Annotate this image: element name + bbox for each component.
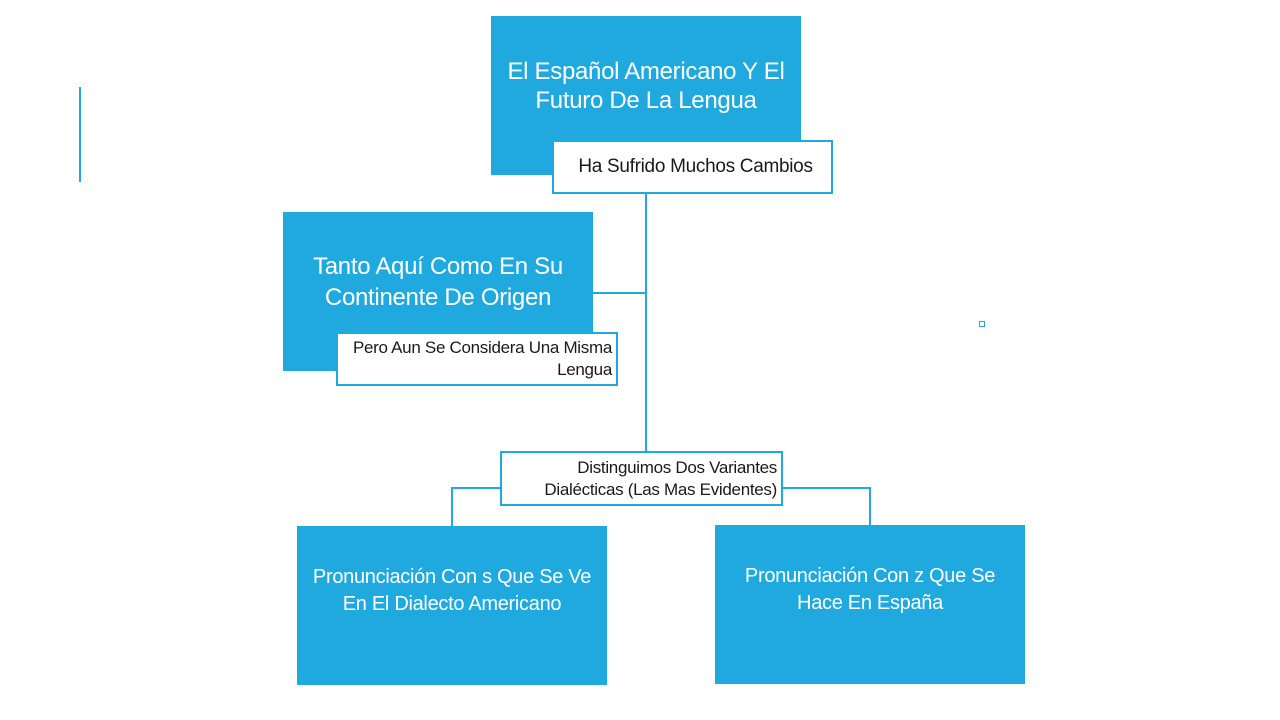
root-note: Ha Sufrido Muchos Cambios: [552, 140, 833, 194]
connector-bottom-right: [783, 487, 871, 525]
leaf-left-box: Pronunciación Con s Que Se Ve En El Dial…: [297, 526, 607, 685]
accent-bar: [79, 87, 81, 182]
left-branch-title: Tanto Aquí Como En Su Continente De Orig…: [313, 252, 563, 311]
leaf-left-title: Pronunciación Con s Que Se Ve En El Dial…: [312, 565, 592, 615]
root-note-text: Ha Sufrido Muchos Cambios: [578, 156, 813, 177]
leaf-right-box: Pronunciación Con z Que Se Hace En Españ…: [715, 525, 1025, 684]
middle-branch-note-text: Distinguimos Dos Variantes Dialécticas (…: [544, 457, 777, 499]
small-square-marker: [979, 321, 985, 327]
left-branch-note-text: Pero Aun Se Considera Una Misma Lengua: [352, 338, 612, 379]
root-title: El Español Americano Y El Futuro De La L…: [507, 57, 785, 114]
leaf-right-title: Pronunciación Con z Que Se Hace En Españ…: [744, 564, 996, 614]
connector-bottom-left: [451, 487, 500, 526]
left-branch-note: Pero Aun Se Considera Una Misma Lengua: [336, 332, 618, 386]
middle-branch-note: Distinguimos Dos Variantes Dialécticas (…: [500, 451, 783, 506]
